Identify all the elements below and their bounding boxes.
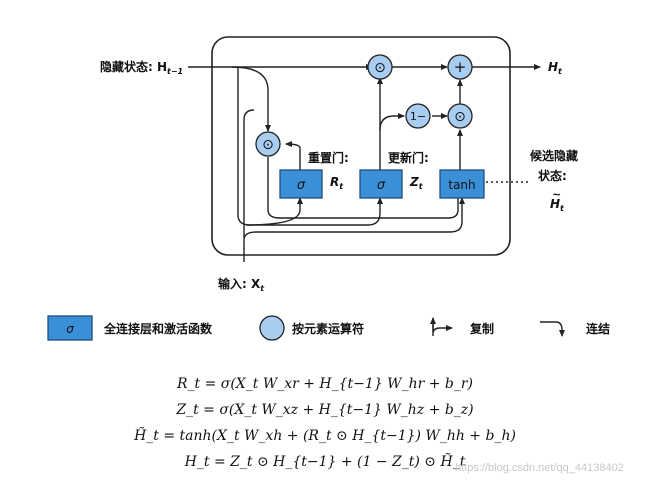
update-gate-sigma: σ: [377, 178, 386, 193]
reset-gate-var: Rt: [330, 175, 344, 191]
candidate-label-line2: 状态:: [538, 168, 567, 183]
one-minus-circle: [405, 103, 431, 129]
reset-gate-sigma: σ: [297, 178, 306, 193]
tanh-label: tanh: [448, 178, 475, 192]
hidden-state-input-label: 隐藏状态: Ht−1: [100, 59, 183, 76]
equation-reset-gate: R_t = σ(X_t W_xr + H_{t−1} W_hr + b_r): [176, 376, 474, 392]
legend-fc-label: 全连接层和激活函数: [103, 321, 213, 336]
hidden-multiply-circle: [367, 54, 393, 80]
update-gate-label: 更新门:: [388, 150, 429, 165]
add-symbol: +: [454, 58, 467, 76]
input-x-label: 输入: Xt: [218, 276, 265, 293]
candidate-multiply-symbol: ⊙: [454, 109, 466, 125]
legend-elementwise-label: 按元素运算符: [292, 321, 364, 336]
candidate-label-line1: 候选隐藏: [530, 148, 578, 163]
equation-hidden-state: H_t = Z_t ⊙ H_{t−1} + (1 − Z_t) ⊙ H̃_t: [184, 454, 466, 470]
one-minus-symbol: 1−: [410, 110, 426, 123]
candidate-multiply-circle: [447, 103, 473, 129]
gate-boxes: σ σ tanh: [279, 169, 485, 199]
equation-update-gate: Z_t = σ(X_t W_xz + H_{t−1} W_hz + b_z): [176, 402, 474, 418]
update-gate-box: [359, 169, 403, 199]
hidden-multiply-symbol: ⊙: [374, 60, 386, 76]
legend: σ 全连接层和激活函数 按元素运算符 复制 连结: [47, 315, 610, 341]
connection-lines: [188, 64, 541, 262]
reset-multiply-symbol: ⊙: [262, 137, 274, 153]
legend-concat-icon: [540, 321, 565, 337]
reset-gate-box: [279, 169, 323, 199]
candidate-var-tilde: ~: [552, 188, 561, 201]
output-label: Ht: [548, 60, 563, 76]
reset-gate-label: 重置门:: [308, 150, 349, 165]
diagram-labels: 隐藏状态: Ht−1 Ht 重置门: Rt 更新门: Zt 候选隐藏 状态: ~…: [100, 59, 578, 293]
legend-copy-icon: [432, 322, 452, 336]
legend-fc-sigma: σ: [66, 322, 74, 336]
watermark: https://blog.csdn.net/qq_44138402: [455, 462, 624, 474]
tanh-box: [439, 169, 485, 199]
gru-cell-border: [211, 36, 511, 256]
legend-copy-label: 复制: [469, 321, 494, 336]
equation-candidate-state: H̃_t = tanh(X_t W_xh + (R_t ⊙ H_{t−1}) W…: [134, 428, 516, 444]
add-circle: [447, 54, 473, 80]
reset-multiply-circle: [255, 131, 281, 157]
legend-concat-label: 连结: [586, 321, 610, 336]
legend-fc-box-icon: [47, 315, 93, 341]
update-gate-var: Zt: [409, 175, 424, 191]
legend-elementwise-circle-icon: [259, 315, 285, 341]
candidate-var: Ht: [550, 197, 565, 213]
elementwise-ops: ⊙ ⊙ + 1− ⊙: [255, 54, 473, 157]
